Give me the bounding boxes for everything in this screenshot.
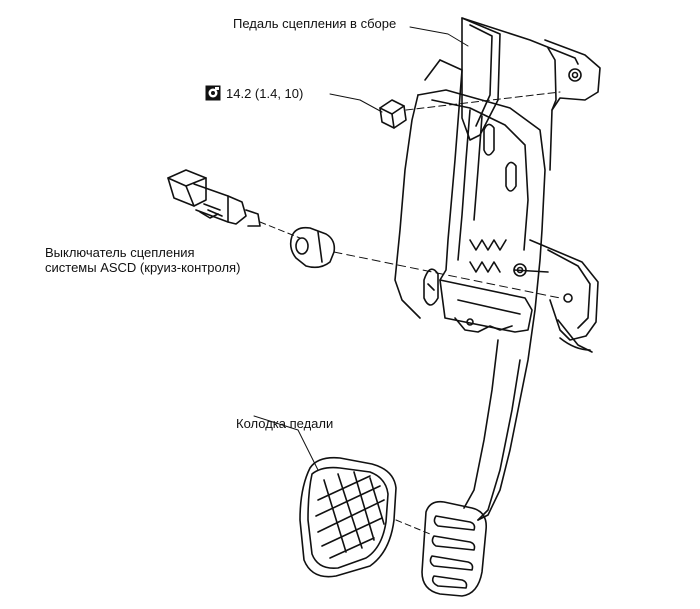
- leader-pad: [253, 415, 319, 471]
- pedal-assembly-label: Педаль сцепления в сборе: [233, 16, 397, 31]
- leader-assembly: [409, 26, 469, 47]
- nut-part: [379, 91, 561, 129]
- pedal-arm: [394, 89, 549, 521]
- ascd-switch-label: Выключатель сцепления системы ASCD (круи…: [45, 245, 240, 275]
- pedal-pad-metal: [421, 500, 488, 597]
- ascd-switch-part: [167, 169, 301, 239]
- bushing-part: [289, 226, 561, 299]
- mounting-bracket: [424, 17, 601, 353]
- ascd-switch-label-line1: Выключатель сцепления: [45, 245, 195, 260]
- leader-lines: [253, 26, 469, 471]
- leader-torque: [329, 93, 383, 113]
- torque-wrench-icon: [205, 85, 221, 101]
- torque-label: 14.2 (1.4, 10): [226, 86, 304, 101]
- ascd-switch-label-line2: системы ASCD (круиз-контроля): [45, 260, 241, 275]
- pedal-pad-rubber: [299, 456, 431, 578]
- pedal-pad-label: Колодка педали: [236, 416, 334, 431]
